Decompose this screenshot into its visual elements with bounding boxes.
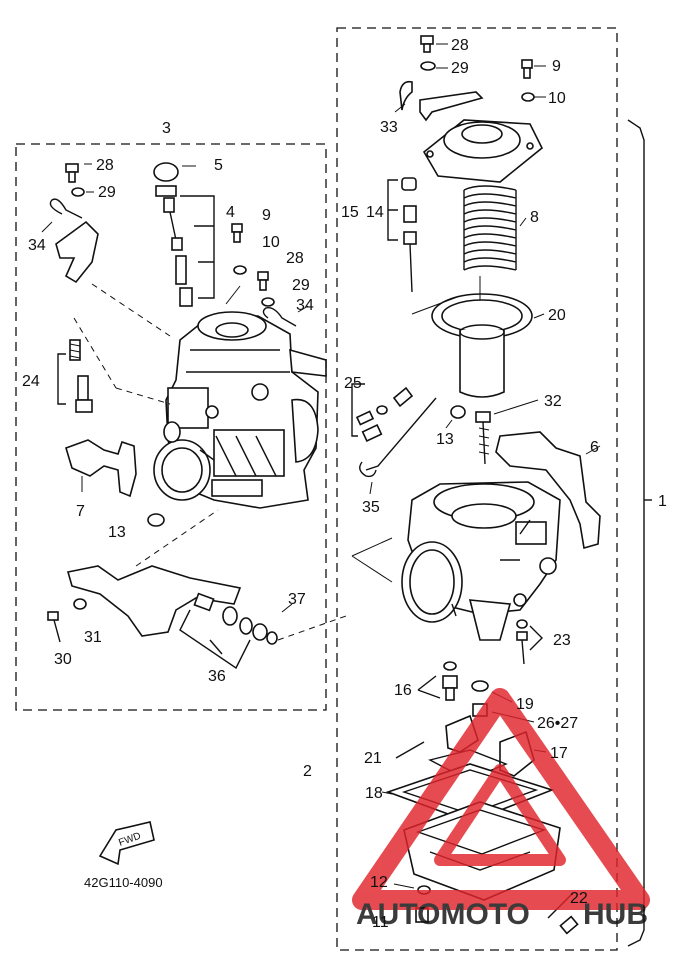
assembly-bracket (627, 119, 645, 947)
screw-9-left (231, 223, 243, 243)
callout-36: 36 (208, 668, 226, 685)
callout-33: 33 (380, 119, 398, 136)
callout-9a: 9 (552, 58, 561, 75)
twin-carburetor-boundary (15, 143, 327, 711)
diaphragm-piston-20 (431, 293, 533, 398)
bracket-6 (495, 431, 601, 550)
washer-29-mid (261, 297, 275, 307)
callout-19: 19 (516, 696, 534, 713)
callout-1: 1 (658, 493, 667, 510)
callout-2: 2 (303, 763, 312, 780)
callout-23: 23 (553, 632, 571, 649)
callout-13b: 13 (108, 524, 126, 541)
screw-28-mid (257, 271, 269, 291)
callout-8: 8 (530, 209, 539, 226)
watermark-triangle (352, 688, 650, 910)
washer-29-top (420, 61, 436, 71)
washer-29-left (71, 187, 85, 197)
callout-25: 25 (344, 375, 362, 392)
callout-32: 32 (544, 393, 562, 410)
cap-5 (153, 162, 179, 197)
callout-29b: 29 (98, 184, 116, 201)
callout-14: 14 (366, 204, 384, 221)
washer-19 (471, 680, 489, 692)
needle-set-4 (163, 197, 193, 307)
float-pin-21 (395, 741, 425, 759)
callout-31: 31 (84, 629, 102, 646)
cable-holder-33 (399, 80, 484, 122)
screw-28-left (65, 163, 79, 183)
carburetor-assembly-boundary (336, 27, 618, 951)
callout-34b: 34 (296, 297, 314, 314)
callout-11: 11 (372, 914, 389, 931)
screw-32 (475, 411, 491, 465)
callout-29c: 29 (292, 277, 310, 294)
screws-23 (516, 619, 528, 665)
throttle-rod-35 (365, 397, 437, 471)
callout-10b: 10 (262, 234, 280, 251)
callout-28a: 28 (451, 37, 469, 54)
callout-15: 15 (341, 204, 359, 221)
watermark-text-left: AUTOMOTO (356, 898, 530, 931)
callout-34a: 34 (28, 237, 46, 254)
callout-26-27: 26•27 (537, 715, 578, 732)
callout-12: 12 (370, 874, 388, 891)
bottom-bracket (66, 565, 242, 637)
callout-13a: 13 (436, 431, 454, 448)
clip-34-mid (262, 307, 297, 327)
bracket-left-top (55, 220, 99, 284)
screw-set-36-37 (193, 592, 278, 645)
jet-16 (442, 661, 458, 701)
washer-10-right (521, 92, 535, 102)
screw-9-right (521, 59, 533, 79)
part-code: 42G110-4090 (84, 875, 163, 890)
watermark-text-right: HUB (583, 898, 648, 931)
callout-22: 22 (570, 890, 588, 907)
callout-16: 16 (394, 682, 412, 699)
jet-needle-set (401, 177, 417, 293)
callout-6: 6 (590, 439, 599, 456)
callout-4: 4 (226, 204, 235, 221)
callout-30: 30 (54, 651, 72, 668)
screws-24 (69, 339, 93, 413)
callout-24: 24 (22, 373, 40, 390)
pilot-screw-set-25 (355, 386, 414, 442)
callout-18: 18 (365, 785, 383, 802)
top-cover (422, 119, 544, 183)
washer-10-left (233, 265, 247, 275)
automotohub-watermark: AUTOMOTO HUB (352, 688, 650, 931)
fwd-arrow-icon: FWD (98, 821, 155, 866)
callout-10a: 10 (548, 90, 566, 107)
carburetor-body-right (401, 481, 561, 641)
bracket-7 (65, 439, 137, 498)
callout-35: 35 (362, 499, 380, 516)
callout-21: 21 (364, 750, 382, 767)
screw-30 (47, 611, 61, 643)
callout-28b: 28 (96, 157, 114, 174)
clip-34-left (49, 198, 83, 219)
cap-13-left (147, 513, 165, 527)
callout-37: 37 (288, 591, 306, 608)
callout-7: 7 (76, 503, 85, 520)
cap-13-right (450, 405, 466, 419)
screw-28-top (420, 35, 434, 53)
spring-8 (463, 185, 517, 271)
callout-9b: 9 (262, 207, 271, 224)
callout-5: 5 (214, 157, 223, 174)
washer-31 (73, 598, 87, 610)
callout-3: 3 (162, 120, 171, 137)
callout-29a: 29 (451, 60, 469, 77)
callout-20: 20 (548, 307, 566, 324)
callout-28c: 28 (286, 250, 304, 267)
twin-carburetor-body (153, 311, 327, 509)
callout-17: 17 (550, 745, 568, 762)
